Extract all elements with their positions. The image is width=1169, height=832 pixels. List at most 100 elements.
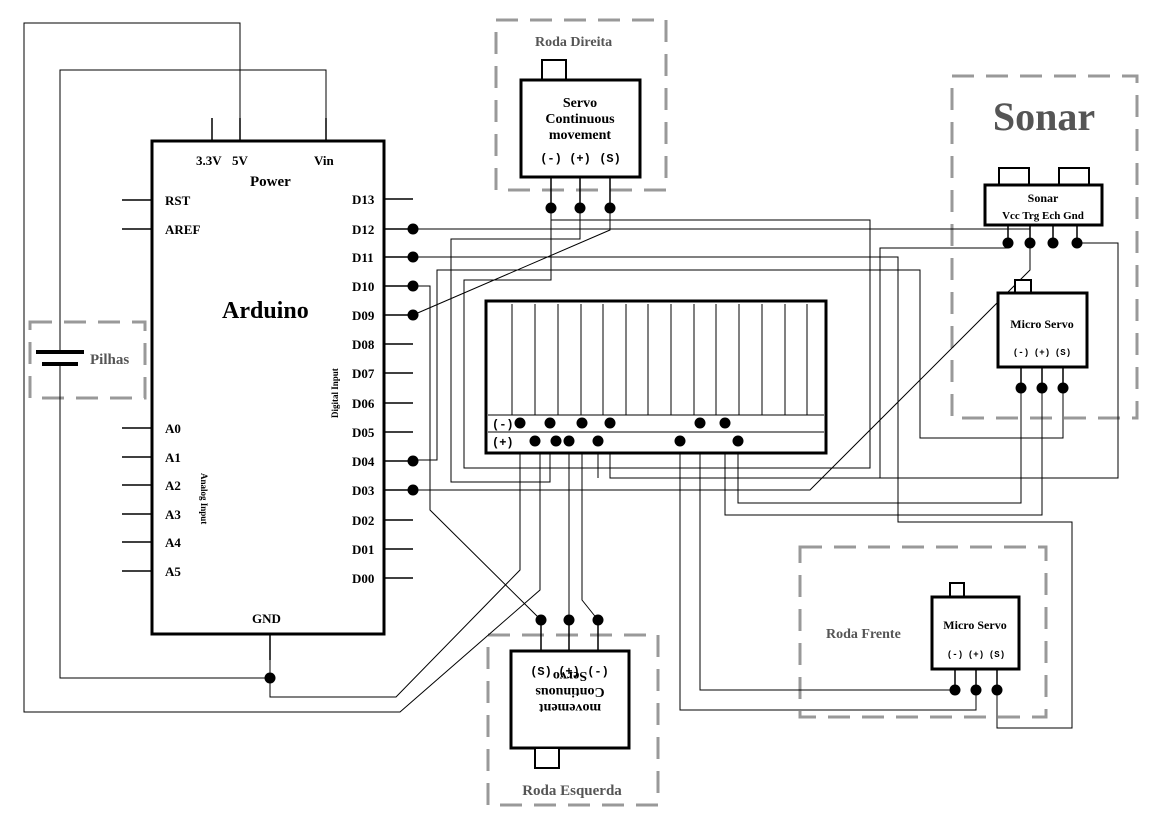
roda-direita-servo-line2: Continuous bbox=[545, 112, 615, 127]
label-d13: D13 bbox=[352, 192, 375, 207]
sonar-title: Sonar bbox=[1028, 191, 1059, 205]
pilhas-frame bbox=[28, 320, 147, 400]
micro-servo-pin-s: (S) bbox=[1055, 348, 1071, 358]
wire-microservo-minus bbox=[737, 388, 1022, 504]
roda-direita-horn bbox=[541, 59, 567, 81]
sonar-module bbox=[983, 183, 1104, 227]
wire-gnd-rail bbox=[269, 425, 521, 698]
label-d11: D11 bbox=[352, 250, 374, 265]
micro-servo-sonar bbox=[996, 291, 1089, 369]
roda-direita-pin-plus: (+) bbox=[569, 152, 591, 166]
roda-direita-label: Roda Direita bbox=[535, 35, 612, 50]
roda-direita-pin-s: (S) bbox=[599, 152, 621, 166]
label-d05: D05 bbox=[352, 425, 375, 440]
junction-dots bbox=[264, 202, 1083, 696]
label-d12: D12 bbox=[352, 222, 374, 237]
digital-pin-labels: D13 D12 D11 D10 D09 D08 D07 D06 D05 D04 … bbox=[352, 192, 375, 586]
breadboard: (-) (+) bbox=[484, 299, 828, 455]
sonar-pins-text: Vcc Trg Ech Gnd bbox=[1002, 210, 1084, 222]
wire-d11-frente bbox=[413, 256, 1073, 729]
roda-direita-frame bbox=[494, 18, 668, 192]
label-d08: D08 bbox=[352, 337, 375, 352]
wire-d04-microservo bbox=[413, 269, 1064, 461]
analog-input-label: Analog Input bbox=[199, 473, 209, 524]
label-d00: D00 bbox=[352, 571, 374, 586]
roda-frente-pin-plus: (+) bbox=[968, 650, 984, 660]
battery-symbol bbox=[36, 327, 84, 377]
label-vin: Vin bbox=[314, 153, 335, 168]
roda-esquerda-servo-line1: Servo bbox=[553, 668, 587, 683]
wire-esquerda-minus bbox=[581, 425, 599, 621]
roda-frente-title: Micro Servo bbox=[943, 618, 1006, 632]
roda-esquerda-servo-line3: movement bbox=[539, 700, 602, 715]
wire-direita-minus bbox=[463, 208, 871, 469]
roda-esquerda-horn bbox=[534, 747, 560, 769]
wire-d09-direita bbox=[412, 208, 611, 316]
roda-frente-pin-s: (S) bbox=[989, 650, 1005, 660]
wire-direita-plus bbox=[450, 208, 581, 483]
label-d02: D02 bbox=[352, 513, 374, 528]
pilhas-label: Pilhas bbox=[90, 352, 129, 368]
label-a0: A0 bbox=[165, 421, 181, 436]
label-a4: A4 bbox=[165, 535, 181, 550]
arduino-board: 3.3V 5V Vin Power RST AREF Arduino A0 A1… bbox=[122, 118, 413, 660]
label-d04: D04 bbox=[352, 454, 375, 469]
label-aref: AREF bbox=[165, 222, 200, 237]
roda-frente-label: Roda Frente bbox=[826, 627, 901, 642]
wire-vin-battery bbox=[59, 69, 327, 327]
roda-frente-frame bbox=[798, 545, 1048, 719]
sonar-group-label: Sonar bbox=[993, 94, 1095, 139]
wire-d10-esquerda bbox=[413, 285, 542, 621]
wire-frente-minus bbox=[699, 425, 955, 691]
label-d03: D03 bbox=[352, 483, 375, 498]
digital-input-label: Digital Input bbox=[330, 368, 340, 418]
label-d01: D01 bbox=[352, 542, 374, 557]
analog-pin-labels: A0 A1 A2 A3 A4 A5 bbox=[165, 421, 181, 579]
wire-microservo-plus bbox=[724, 388, 1043, 516]
roda-esquerda-frame bbox=[486, 633, 660, 807]
wire-d03-ech bbox=[413, 243, 1031, 491]
label-d07: D07 bbox=[352, 366, 375, 381]
roda-esquerda-pin-s: (S) bbox=[530, 665, 552, 679]
roda-frente-pin-minus: (-) bbox=[947, 650, 963, 660]
power-label: Power bbox=[250, 174, 291, 190]
label-d09: D09 bbox=[352, 308, 375, 323]
micro-servo-sonar-title: Micro Servo bbox=[1010, 317, 1073, 331]
wire-5v-loop bbox=[23, 22, 541, 713]
label-a3: A3 bbox=[165, 507, 181, 522]
arduino-body bbox=[150, 139, 386, 636]
roda-direita-servo-line3: movement bbox=[549, 128, 612, 143]
label-5v: 5V bbox=[232, 153, 249, 168]
gnd-label: GND bbox=[252, 611, 281, 626]
roda-esquerda-pin-minus: (-) bbox=[587, 665, 609, 679]
wire-sonar-gnd bbox=[870, 242, 1119, 479]
breadboard-body bbox=[484, 299, 828, 455]
sonar-transducer-right bbox=[1058, 167, 1090, 187]
label-d06: D06 bbox=[352, 396, 375, 411]
label-rst: RST bbox=[165, 193, 191, 208]
roda-direita-servo-line1: Servo bbox=[563, 96, 597, 111]
roda-direita-pin-minus: (-) bbox=[540, 152, 562, 166]
label-a5: A5 bbox=[165, 564, 181, 579]
label-a1: A1 bbox=[165, 450, 181, 465]
roda-frente-horn bbox=[949, 582, 965, 598]
label-3v3: 3.3V bbox=[196, 153, 222, 168]
micro-servo-pin-minus: (-) bbox=[1013, 348, 1029, 358]
roda-esquerda-label: Roda Esquerda bbox=[522, 783, 622, 799]
label-d10: D10 bbox=[352, 279, 374, 294]
rail-minus-label: (-) bbox=[492, 418, 514, 432]
rail-plus-label: (+) bbox=[492, 436, 514, 450]
roda-esquerda-servo-line2: Continuous bbox=[535, 684, 605, 699]
arduino-title: Arduino bbox=[222, 298, 309, 324]
roda-esquerda-servo bbox=[509, 649, 631, 750]
wire-frente-plus bbox=[679, 440, 977, 711]
label-a2: A2 bbox=[165, 478, 181, 493]
roda-esquerda-pin-plus: (+) bbox=[558, 665, 580, 679]
wire-battery-gnd bbox=[59, 377, 270, 679]
micro-servo-pin-plus: (+) bbox=[1034, 348, 1050, 358]
wire-d12-trg bbox=[413, 228, 1031, 243]
roda-direita-servo bbox=[519, 78, 642, 179]
sonar-transducer-left bbox=[998, 167, 1030, 187]
